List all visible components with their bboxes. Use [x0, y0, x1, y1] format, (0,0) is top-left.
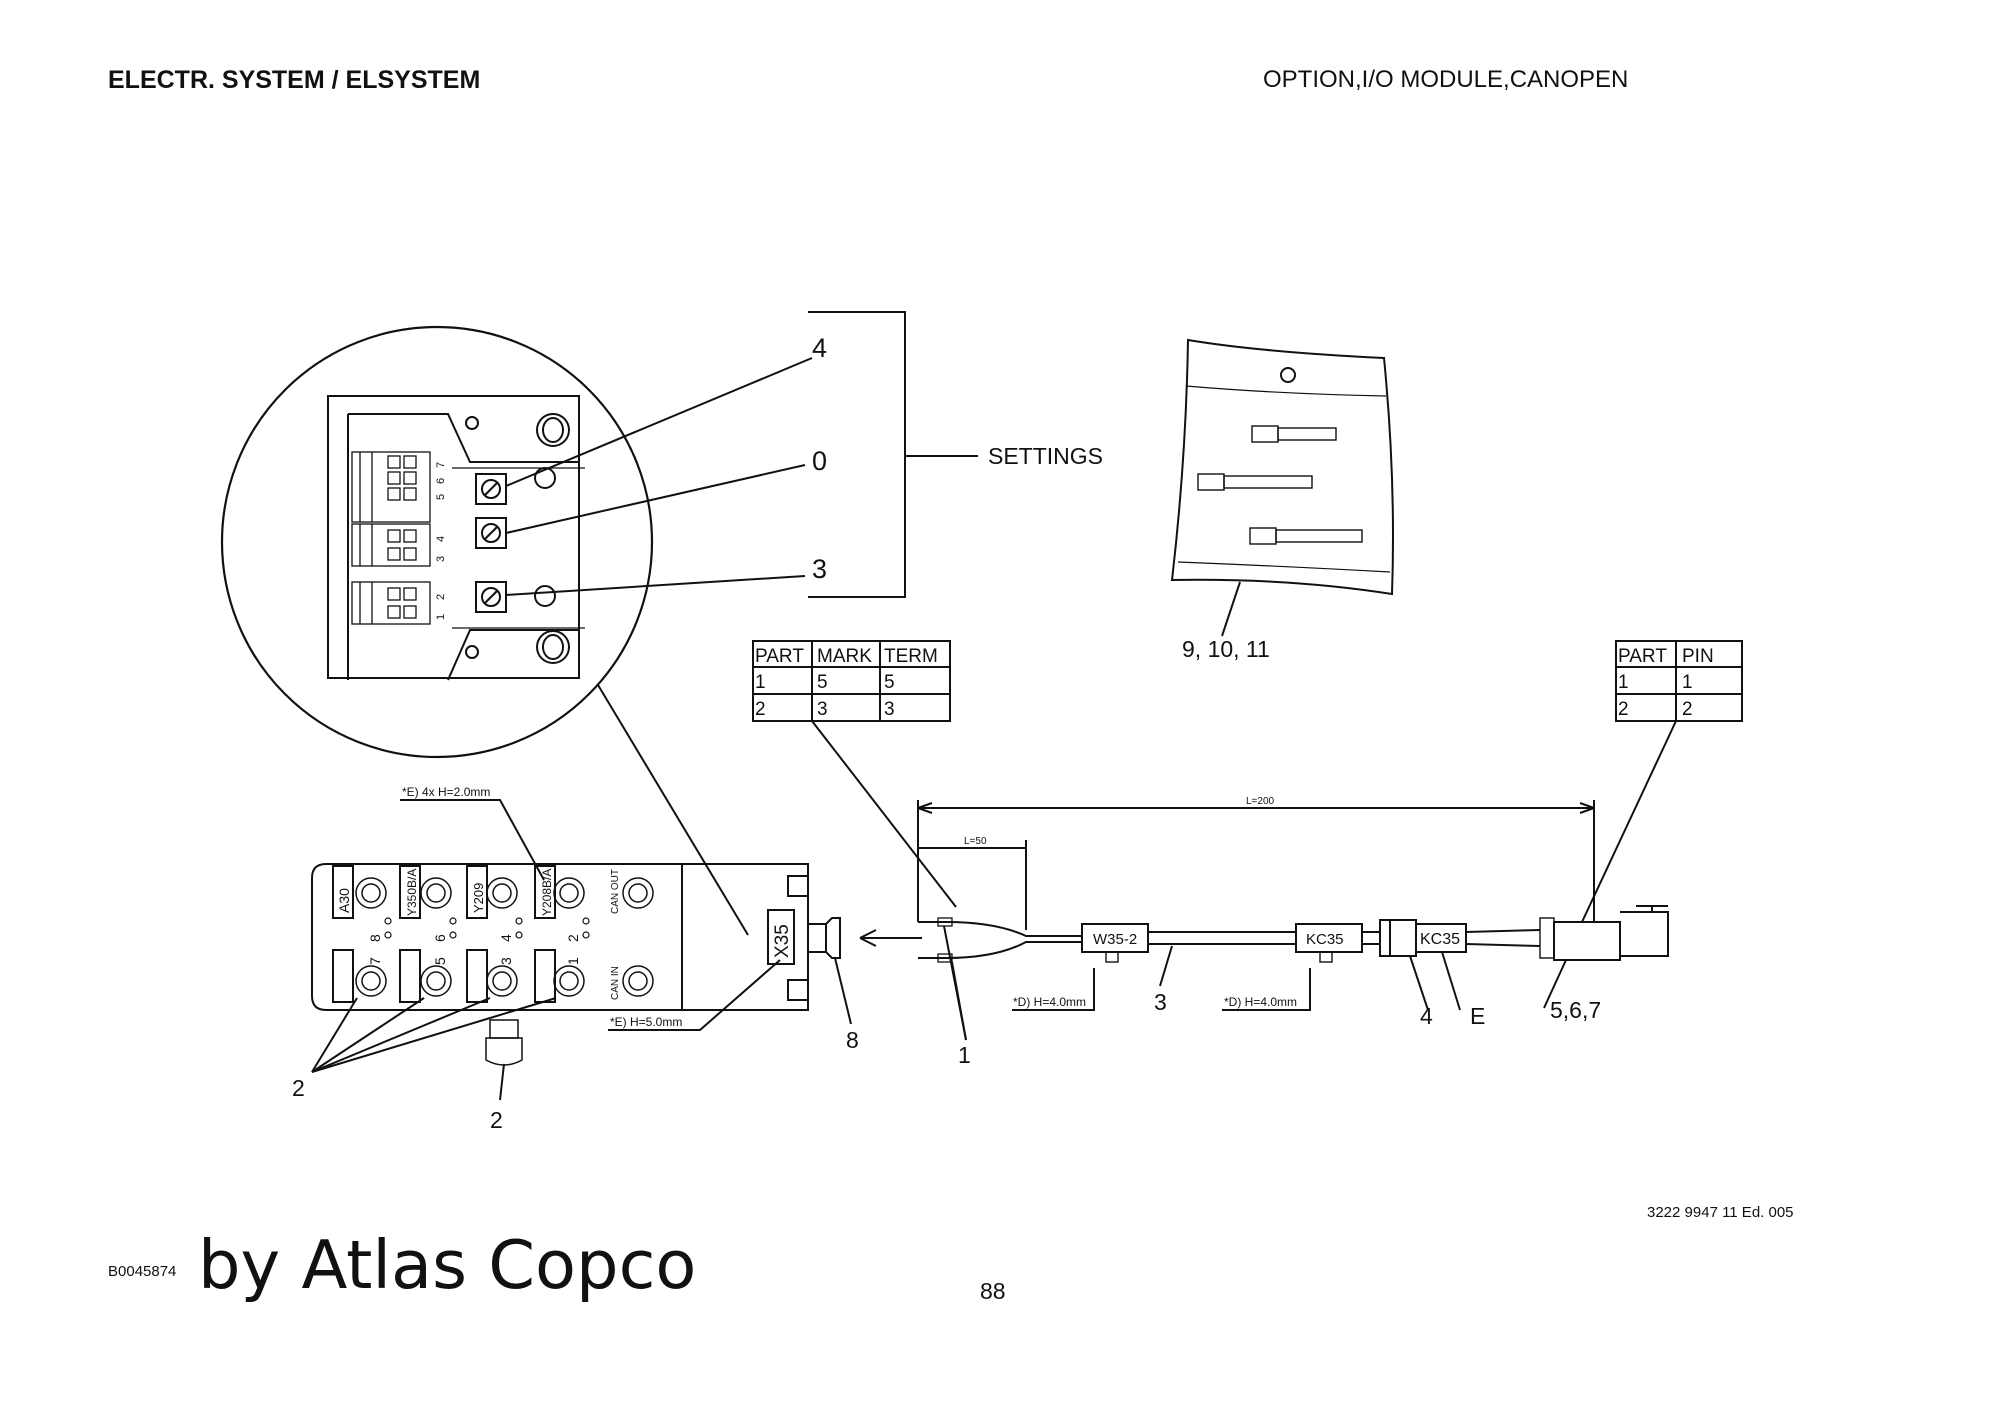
table-pin-cell: 2 [1682, 699, 1693, 720]
table-mark-header: MARK [817, 646, 872, 667]
length-stripped: L=50 [964, 836, 987, 847]
pin-number: 2 [565, 934, 581, 942]
length-total: L=200 [1246, 796, 1275, 807]
cable-assembly [917, 800, 1669, 1041]
section-title: ELECTR. SYSTEM / ELSYSTEM [108, 66, 481, 94]
terminal-number: 1 [435, 614, 447, 620]
pin-number: 6 [432, 934, 448, 942]
pin-number: 5 [432, 957, 448, 965]
port-label-y350: Y350B/A [405, 869, 419, 916]
cable-text: L=200 L=50 W35-2 KC35 KC35 *D) H=4.0mm *… [964, 796, 1460, 1009]
pin-number: 8 [367, 934, 383, 942]
pin-number: 7 [367, 957, 383, 965]
terminal-number: 2 [435, 594, 447, 600]
terminal-number: 5 [435, 494, 447, 500]
table-pin-header: PART [1618, 646, 1667, 667]
can-out-label: CAN OUT [610, 869, 621, 914]
detail-labels: 4 0 3 SETTINGS 7 5 6 3 4 1 2 [435, 333, 1103, 620]
table-mark-cell: 3 [817, 699, 828, 720]
pin-number: 1 [565, 957, 581, 965]
io-module [311, 799, 922, 1101]
terminal-pins-bag [1170, 338, 1394, 637]
brand-text: by Atlas Copco [198, 1226, 697, 1304]
table-mark-cell: 5 [884, 672, 895, 693]
table-pin [1581, 640, 1743, 923]
table-mark-cell: 3 [884, 699, 895, 720]
table-mark-header: TERM [884, 646, 938, 667]
page-subject: OPTION,I/O MODULE,CANOPEN [1263, 66, 1629, 93]
table-pin-header: PIN [1682, 646, 1714, 667]
table-mark-cell: 1 [755, 672, 766, 693]
page-number: 88 [980, 1278, 1006, 1304]
terminal-number: 6 [435, 478, 447, 484]
table-pin-cell: 1 [1618, 672, 1629, 693]
marker-kc35-cable: KC35 [1306, 931, 1344, 948]
callout-connector: 5,6,7 [1550, 997, 1601, 1023]
io-module-text: A30 Y350B/A Y209 Y208B/A CAN OUT CAN IN … [336, 785, 793, 1029]
callout-wires: 1 [958, 1042, 971, 1068]
table-pin-cell: 1 [1682, 672, 1693, 693]
connector-x35-label: X35 [772, 924, 793, 958]
terminal-number: 4 [435, 536, 447, 542]
switch-callout-3: 3 [812, 554, 827, 584]
table-mark [752, 640, 957, 908]
table-mark-text: PART MARK TERM 1 5 5 2 3 3 [755, 646, 938, 720]
switch-callout-4: 4 [812, 333, 827, 363]
terminal-number: 3 [435, 556, 447, 562]
callout-cap-single: 2 [490, 1107, 503, 1133]
callout-cable: 3 [1154, 989, 1167, 1015]
table-pin-text: PART PIN 1 1 2 2 [1618, 646, 1714, 720]
marker-w35-2: W35-2 [1093, 931, 1137, 948]
table-mark-header: PART [755, 646, 804, 667]
settings-label: SETTINGS [988, 443, 1103, 469]
heat-note-2: *D) H=4.0mm [1224, 995, 1297, 1009]
marker-note-bottom: *E) H=5.0mm [610, 1015, 682, 1029]
heat-note-1: *D) H=4.0mm [1013, 995, 1086, 1009]
port-label-a30: A30 [336, 888, 352, 913]
terminal-number-labels: 7 5 6 3 4 1 2 [435, 462, 447, 620]
can-in-label: CAN IN [610, 966, 621, 1000]
detail-view [220, 311, 978, 936]
callout-marker-e: E [1470, 1003, 1485, 1029]
callout-gland: 8 [846, 1027, 859, 1053]
table-mark-cell: 5 [817, 672, 828, 693]
item-callouts: 1 3 4 E 5,6,7 8 2 2 [292, 989, 1601, 1133]
port-label-y209: Y209 [471, 883, 486, 913]
marker-note-top: *E) 4x H=2.0mm [402, 785, 490, 799]
terminal-pins-callout: 9, 10, 11 [1182, 636, 1270, 662]
marker-kc35-plug: KC35 [1420, 931, 1460, 948]
table-pin-cell: 2 [1618, 699, 1629, 720]
terminal-number: 7 [435, 462, 447, 468]
pin-number: 4 [498, 934, 514, 942]
port-label-y208: Y208B/A [540, 869, 554, 916]
pin-number: 3 [498, 957, 514, 965]
callout-plug: 4 [1420, 1003, 1433, 1029]
doc-number: 3222 9947 11 Ed. 005 [1647, 1204, 1794, 1221]
switch-callout-0: 0 [812, 446, 827, 476]
table-mark-cell: 2 [755, 699, 766, 720]
callout-caps: 2 [292, 1075, 305, 1101]
figure-id: B0045874 [108, 1263, 177, 1280]
